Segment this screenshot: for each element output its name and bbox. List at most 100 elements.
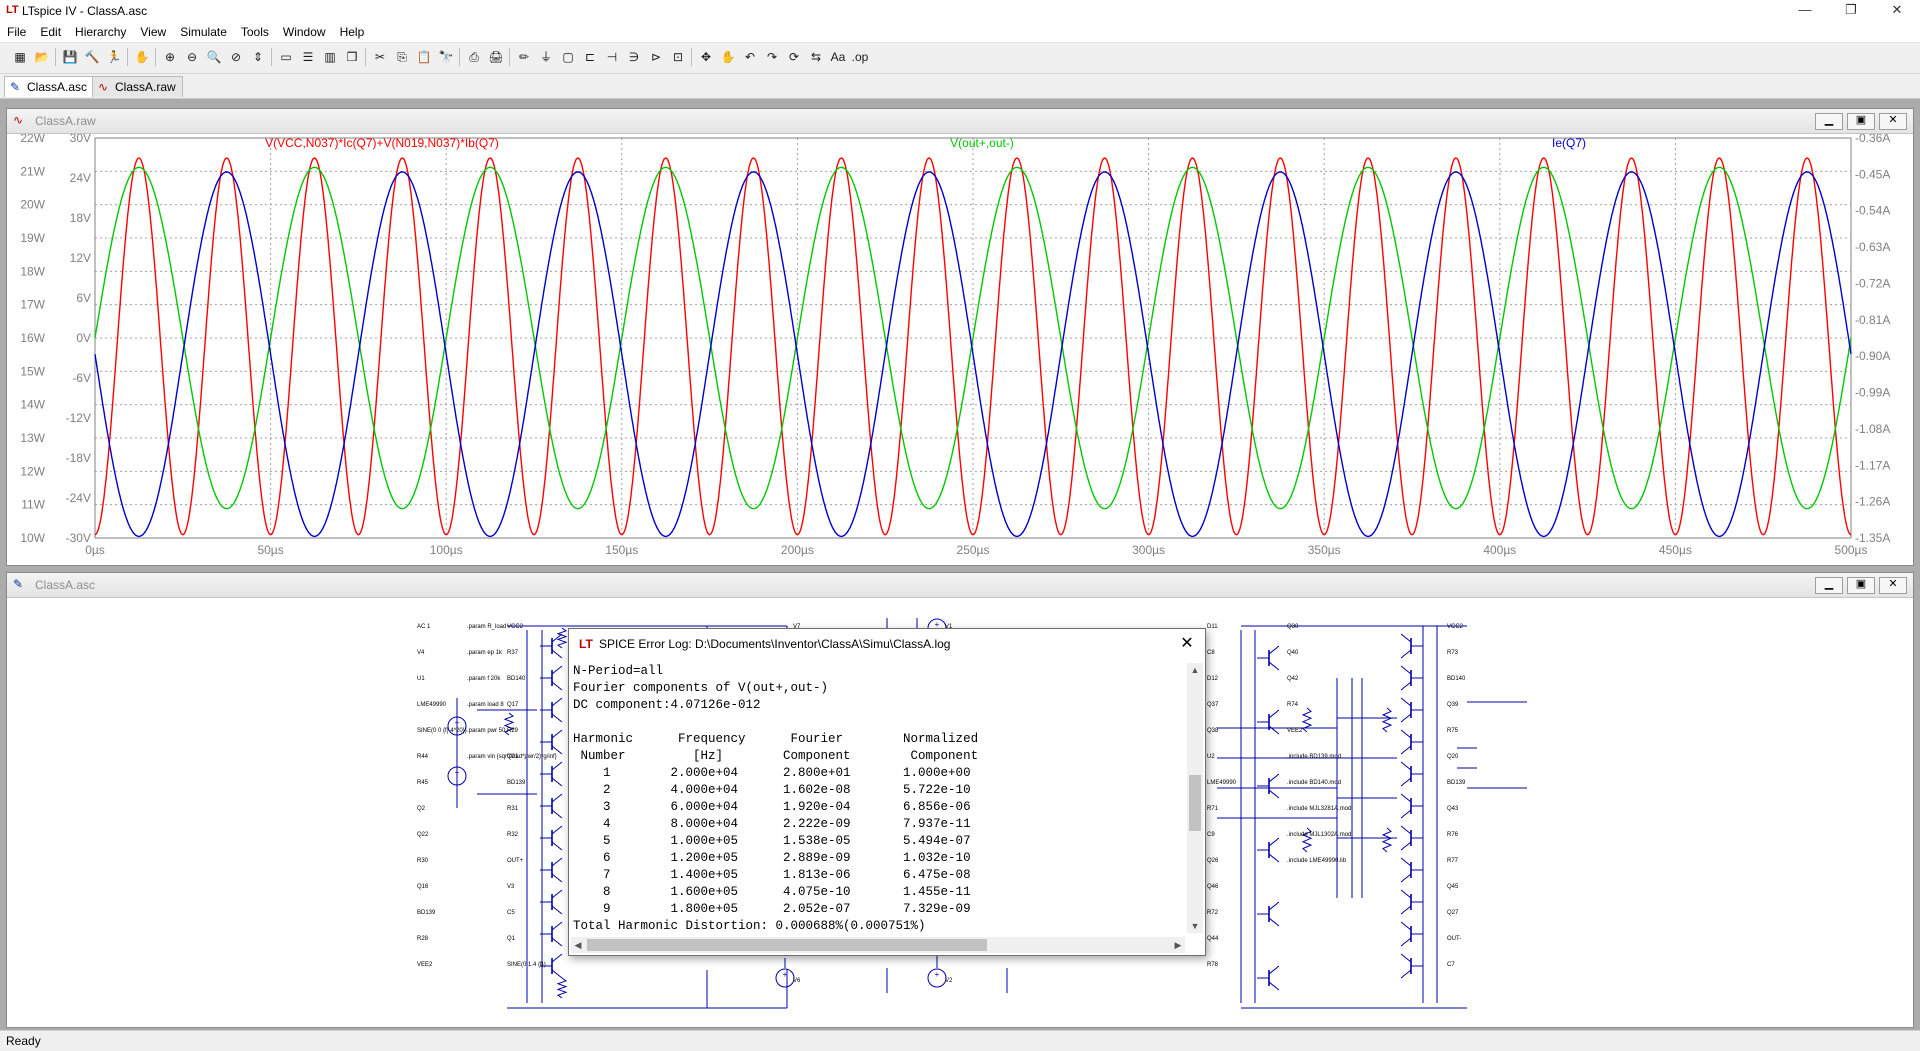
find-icon[interactable]: 🔭 (438, 50, 454, 64)
zoom-cancel-icon[interactable]: ⊘ (230, 50, 242, 64)
cascade-icon[interactable]: ❒ (346, 50, 358, 64)
transistor-symbol[interactable] (1400, 857, 1423, 883)
menu-help[interactable]: Help (339, 25, 365, 39)
trace-label[interactable]: V(out+,out-) (950, 136, 1014, 150)
menu-file[interactable]: File (7, 25, 27, 39)
transistor-symbol[interactable] (540, 857, 563, 883)
tab-classa-raw[interactable]: ∿ ClassA.raw (92, 76, 183, 97)
window-restore-icon[interactable]: ▣ (1847, 113, 1875, 130)
print-icon[interactable]: 🖨 (488, 50, 504, 64)
undo-icon[interactable]: ↶ (744, 50, 756, 64)
menu-view[interactable]: View (140, 25, 167, 39)
transistor-symbol[interactable] (1400, 761, 1423, 787)
scroll-right-icon[interactable]: ▶ (1174, 940, 1182, 950)
transistor-symbol[interactable] (1257, 773, 1280, 799)
transistor-symbol[interactable] (1400, 729, 1423, 755)
transistor-symbol[interactable] (540, 793, 563, 819)
window-close-icon[interactable]: ✕ (1879, 577, 1907, 594)
window-minimize-icon[interactable]: ▁ (1815, 113, 1843, 130)
menu-edit[interactable]: Edit (40, 25, 62, 39)
transistor-symbol[interactable] (540, 633, 563, 659)
schematic-canvas[interactable]: +++++VCC2R37BD140Q17R29Q21BD139R31R32OUT… (7, 598, 1911, 1026)
transistor-symbol[interactable] (1257, 709, 1280, 735)
transistor-symbol[interactable] (540, 825, 563, 851)
resistor-symbol[interactable] (1301, 827, 1313, 853)
spice-directive-icon[interactable]: .op (851, 50, 869, 64)
inductor-icon[interactable]: ∋ (628, 50, 640, 64)
scroll-thumb[interactable] (1189, 775, 1201, 831)
trace-label[interactable]: V(VCC,N037)*Ic(Q7)+V(N019,N037)*Ib(Q7) (265, 136, 499, 150)
transistor-symbol[interactable] (540, 697, 563, 723)
print-preview-icon[interactable]: ⎙ (469, 50, 479, 64)
trace-label[interactable]: Ie(Q7) (1552, 136, 1586, 150)
resistor-symbol[interactable] (556, 977, 568, 999)
zoom-full-icon[interactable]: 🔍 (206, 50, 222, 64)
mirror-icon[interactable]: ⇆ (810, 50, 822, 64)
transistor-symbol[interactable] (1400, 793, 1423, 819)
scroll-left-icon[interactable]: ◀ (574, 940, 582, 950)
label-icon[interactable]: ▢ (562, 50, 574, 64)
scroll-thumb[interactable] (587, 939, 987, 951)
menu-simulate[interactable]: Simulate (180, 25, 227, 39)
tile-vertical-icon[interactable]: ▥ (324, 50, 336, 64)
window-restore-icon[interactable]: ▣ (1847, 577, 1875, 594)
resistor-symbol[interactable] (1381, 707, 1393, 733)
menu-window[interactable]: Window (282, 25, 326, 39)
resistor-symbol[interactable] (503, 712, 515, 736)
redo-icon[interactable]: ↷ (766, 50, 778, 64)
transistor-symbol[interactable] (1400, 633, 1423, 659)
transistor-symbol[interactable] (540, 953, 563, 979)
resistor-symbol[interactable] (1381, 827, 1393, 853)
transistor-symbol[interactable] (1400, 953, 1423, 979)
window-close-icon[interactable]: ✕ (1879, 113, 1907, 130)
close-icon[interactable]: ✕ (1180, 635, 1194, 652)
transistor-symbol[interactable] (540, 921, 563, 947)
tile-horizontal-icon[interactable]: ☰ (302, 50, 314, 64)
transistor-symbol[interactable] (1400, 825, 1423, 851)
tab-classa-asc[interactable]: ✎ ClassA.asc (4, 76, 95, 97)
horizontal-scrollbar[interactable]: ◀ ▶ (571, 937, 1185, 953)
voltage-source-symbol[interactable]: + (775, 968, 795, 988)
resistor-icon[interactable]: ⊏ (584, 50, 596, 64)
transistor-symbol[interactable] (1400, 921, 1423, 947)
close-icon[interactable]: ✕ (1891, 2, 1903, 17)
minimize-icon[interactable]: — (1798, 2, 1812, 17)
menu-tools[interactable]: Tools (240, 25, 269, 39)
run-icon[interactable]: 🏃 (106, 50, 122, 64)
scroll-down-icon[interactable]: ▼ (1190, 921, 1200, 931)
zoom-in-icon[interactable]: ⊕ (164, 50, 176, 64)
vertical-scrollbar[interactable]: ▲ ▼ (1187, 663, 1203, 933)
restore-icon[interactable]: ❐ (1845, 2, 1857, 17)
zoom-out-icon[interactable]: ⊖ (186, 50, 198, 64)
window-minimize-icon[interactable]: ▁ (1815, 577, 1843, 594)
trace-3[interactable] (94, 171, 1852, 538)
halt-icon[interactable]: ✋ (134, 50, 150, 64)
open-icon[interactable]: 📂 (34, 50, 50, 64)
transistor-symbol[interactable] (1257, 837, 1280, 863)
transistor-symbol[interactable] (1400, 889, 1423, 915)
transistor-symbol[interactable] (1400, 665, 1423, 691)
voltage-source-symbol[interactable]: + (927, 968, 947, 988)
transistor-symbol[interactable] (1400, 697, 1423, 723)
capacitor-icon[interactable]: ⊣ (606, 50, 618, 64)
cut-icon[interactable]: ✂ (374, 50, 386, 64)
drag-icon[interactable]: ✋ (720, 50, 736, 64)
move-icon[interactable]: ✥ (700, 50, 712, 64)
trace-1[interactable] (94, 157, 1852, 536)
transistor-symbol[interactable] (1257, 965, 1280, 991)
new-schematic-icon[interactable]: ▦ (14, 50, 26, 64)
transistor-symbol[interactable] (540, 729, 563, 755)
menu-hierarchy[interactable]: Hierarchy (75, 25, 127, 39)
trace-2[interactable] (94, 166, 1852, 510)
autorange-icon[interactable]: ⇕ (252, 50, 264, 64)
component-icon[interactable]: ⊡ (672, 50, 684, 64)
pencil-icon[interactable]: ✏ (518, 50, 530, 64)
save-icon[interactable]: 💾 (62, 50, 78, 64)
rotate-icon[interactable]: ⟳ (788, 50, 800, 64)
resistor-symbol[interactable] (556, 627, 568, 649)
fit-icon[interactable]: ▭ (280, 50, 292, 64)
control-panel-icon[interactable]: 🔨 (84, 50, 100, 64)
transistor-symbol[interactable] (540, 665, 563, 691)
